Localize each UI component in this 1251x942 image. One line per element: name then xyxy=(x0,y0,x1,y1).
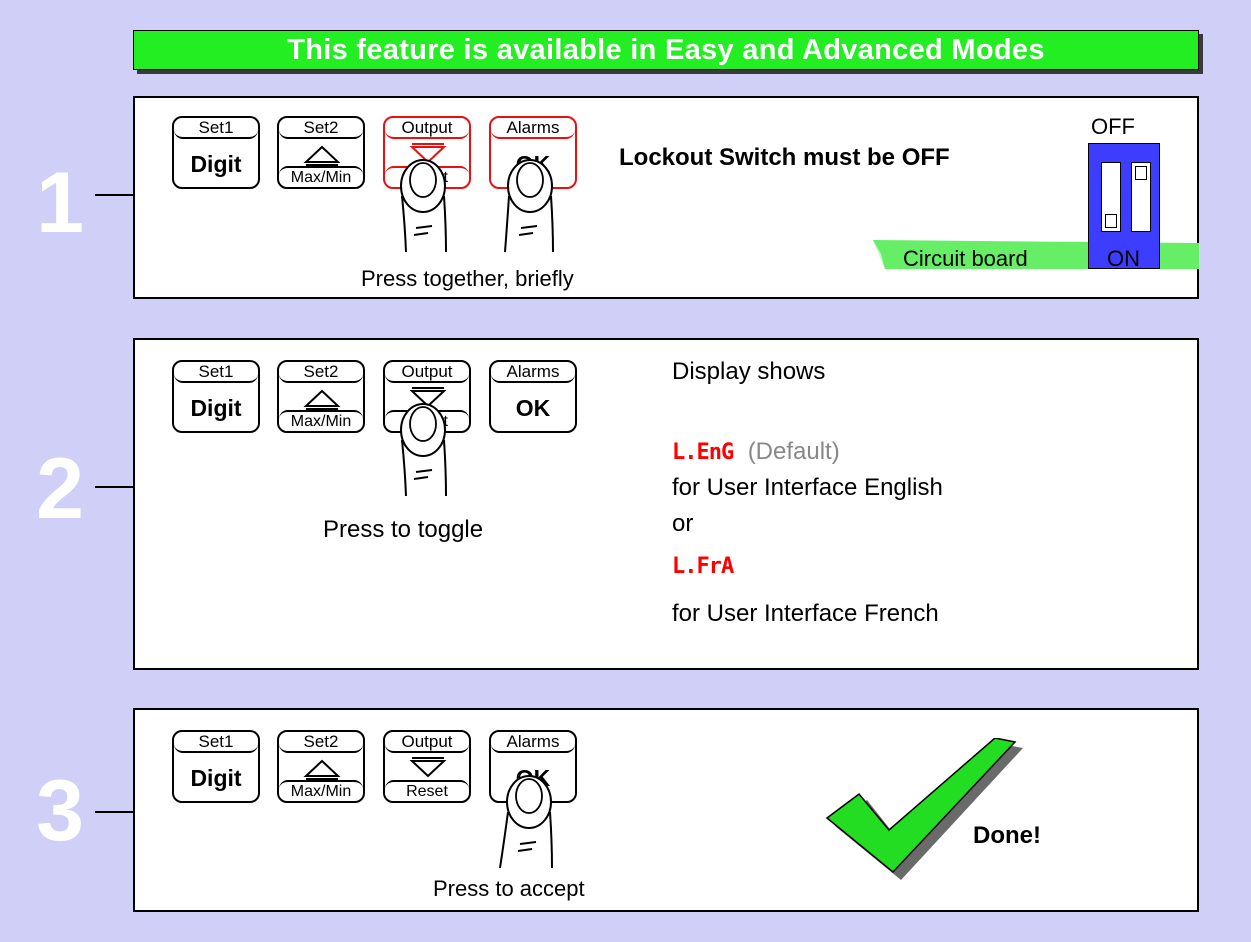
step-2-connector xyxy=(95,486,133,488)
display-code-english: L.EnG xyxy=(672,440,734,465)
finger-pointer-icon xyxy=(499,775,553,869)
option-french-line: L.FrA xyxy=(672,554,734,579)
mode-banner: This feature is available in Easy and Ad… xyxy=(133,30,1199,70)
step-2-panel: Set1 Digit Set2 Max/Min Output Reset Ala… xyxy=(133,338,1199,670)
display-shows-title: Display shows xyxy=(672,358,826,385)
step-2-caption: Press to toggle xyxy=(323,516,484,543)
set1-digit-key[interactable]: Set1 Digit xyxy=(172,730,260,803)
option-english-line: L.EnG (Default) xyxy=(672,438,840,466)
lockout-dip-switch[interactable] xyxy=(1088,143,1160,269)
digit-label: Digit xyxy=(190,395,242,421)
up-arrow-icon xyxy=(303,389,341,410)
digit-label: Digit xyxy=(190,151,242,177)
reset-label: Reset xyxy=(385,780,469,801)
set1-label: Set1 xyxy=(174,732,258,753)
up-arrow-icon xyxy=(303,145,341,166)
finger-pointer-icon xyxy=(400,159,447,253)
set2-up-key[interactable]: Set2 Max/Min xyxy=(277,360,365,433)
switch-slot-1 xyxy=(1101,162,1121,232)
finger-pointer-icon xyxy=(504,159,554,253)
set1-digit-key[interactable]: Set1 Digit xyxy=(172,360,260,433)
lockout-message: Lockout Switch must be OFF xyxy=(619,144,950,171)
set1-label: Set1 xyxy=(174,118,258,139)
set2-label: Set2 xyxy=(279,118,363,139)
step-3-number: 3 xyxy=(36,763,84,859)
circuit-board-label: Circuit board xyxy=(903,246,1028,271)
step-3-panel: Set1 Digit Set2 Max/Min Output Reset Ala… xyxy=(133,708,1199,912)
max-min-label: Max/Min xyxy=(279,166,363,187)
default-note: (Default) xyxy=(747,438,840,465)
down-arrow-icon xyxy=(409,757,447,778)
alarms-label: Alarms xyxy=(491,118,575,139)
alarms-ok-key[interactable]: Alarms OK xyxy=(489,360,577,433)
checkmark-icon xyxy=(825,738,1023,880)
set1-digit-key[interactable]: Set1 Digit xyxy=(172,116,260,189)
set2-up-key[interactable]: Set2 Max/Min xyxy=(277,116,365,189)
output-label: Output xyxy=(385,732,469,753)
max-min-label: Max/Min xyxy=(279,410,363,431)
step-3-caption: Press to accept xyxy=(433,876,585,901)
max-min-label: Max/Min xyxy=(279,780,363,801)
alarms-label: Alarms xyxy=(491,732,575,753)
up-arrow-icon xyxy=(303,759,341,780)
switch-slot-2 xyxy=(1131,162,1151,232)
ok-label: OK xyxy=(515,395,551,421)
set2-up-key[interactable]: Set2 Max/Min xyxy=(277,730,365,803)
english-description: for User Interface English xyxy=(672,474,943,501)
step-1-number: 1 xyxy=(36,155,84,251)
step-2-number: 2 xyxy=(36,441,84,537)
set2-label: Set2 xyxy=(279,732,363,753)
finger-pointer-icon xyxy=(400,403,447,497)
step-1-panel: Set1 Digit Set2 Max/Min Output Reset Ala… xyxy=(133,96,1199,299)
alarms-label: Alarms xyxy=(491,362,575,383)
down-arrow-icon xyxy=(409,387,447,408)
down-arrow-icon xyxy=(409,143,447,164)
display-code-french: L.FrA xyxy=(672,554,734,579)
set1-label: Set1 xyxy=(174,362,258,383)
switch-off-label: OFF xyxy=(1091,114,1135,139)
french-description: for User Interface French xyxy=(672,600,939,627)
switch-on-label: ON xyxy=(1107,246,1140,271)
step-1-connector xyxy=(95,194,133,196)
output-down-key[interactable]: Output Reset xyxy=(383,730,471,803)
or-label: or xyxy=(672,510,694,537)
digit-label: Digit xyxy=(190,765,242,791)
done-message: Done! xyxy=(973,822,1041,849)
output-label: Output xyxy=(385,362,469,383)
set2-label: Set2 xyxy=(279,362,363,383)
output-label: Output xyxy=(385,118,469,139)
step-3-connector xyxy=(95,811,133,813)
step-1-caption: Press together, briefly xyxy=(361,266,574,291)
